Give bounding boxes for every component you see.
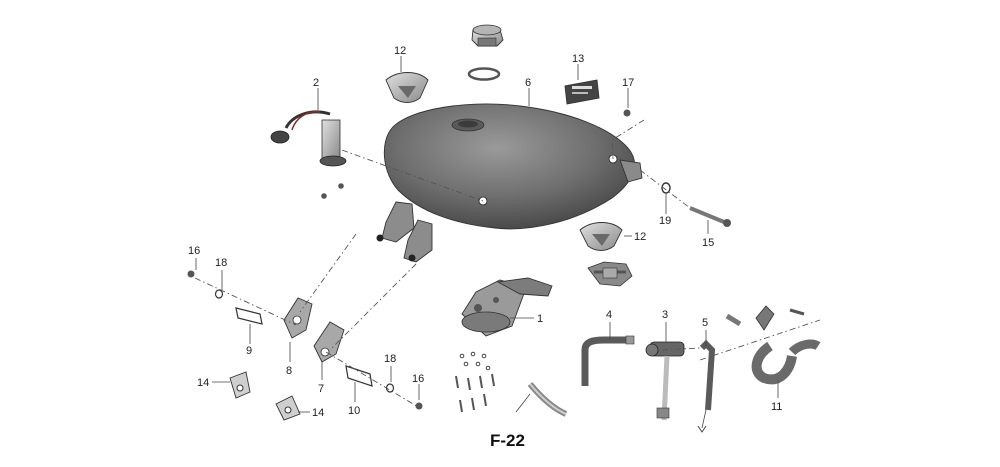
fuel-hose-part[interactable]: [581, 335, 635, 386]
callout-18-right: 18: [384, 353, 396, 365]
fuel-cap-part[interactable]: [467, 24, 504, 81]
callout-14-right: 14: [312, 407, 324, 419]
crossover-hose-part[interactable]: [725, 305, 821, 385]
tank-emblem-part[interactable]: [385, 72, 429, 103]
bolt-part[interactable]: [187, 270, 224, 299]
callout-14-left: 14: [197, 377, 209, 389]
figure-label: F-22: [490, 431, 525, 450]
vent-hose-part[interactable]: [527, 382, 568, 417]
leader-lines: [195, 56, 779, 413]
mount-bracket-part[interactable]: [283, 297, 313, 339]
warning-decal-part[interactable]: [564, 79, 600, 105]
fuel-pump-part[interactable]: [461, 277, 553, 337]
callout-16-left: 16: [188, 245, 200, 257]
spacer-part-2[interactable]: [345, 365, 373, 387]
callout-1: 1: [537, 313, 543, 325]
washer-plate-part-2[interactable]: [275, 395, 301, 421]
mount-bracket-part-2[interactable]: [313, 321, 345, 363]
callout-3: 3: [662, 309, 668, 321]
drain-hose-part[interactable]: [697, 339, 716, 433]
callout-15: 15: [702, 237, 714, 249]
hardware-kit-part: [455, 351, 495, 413]
long-bolt-part[interactable]: [689, 206, 731, 227]
callout-2: 2: [313, 77, 319, 89]
callout-10: 10: [348, 405, 360, 417]
callout-18-left: 18: [215, 257, 227, 269]
callout-labels: 2 12 6 13 17 12 19 15 1 4 3 5 11 16 18 9…: [188, 45, 782, 450]
callout-9: 9: [246, 345, 252, 357]
spacer-part[interactable]: [235, 307, 263, 325]
callout-8: 8: [286, 365, 292, 377]
callout-5: 5: [702, 317, 708, 329]
callout-16-right: 16: [412, 373, 424, 385]
callout-13: 13: [572, 53, 584, 65]
assembly-lines: [194, 119, 821, 409]
washer-plate-part[interactable]: [229, 371, 251, 399]
fuel-sender-part[interactable]: [270, 110, 347, 199]
vent-fitting-part[interactable]: [587, 261, 633, 287]
callout-4: 4: [606, 309, 612, 321]
callout-19: 19: [659, 215, 671, 227]
callout-12-right: 12: [634, 231, 646, 243]
callout-11: 11: [771, 401, 782, 413]
bolt-part-2[interactable]: [385, 383, 423, 410]
callout-6: 6: [525, 77, 531, 89]
screw-part[interactable]: [623, 109, 631, 117]
callout-12-top: 12: [394, 45, 406, 57]
fuel-tank-part[interactable]: [376, 103, 643, 263]
callout-7: 7: [318, 383, 324, 395]
tank-emblem-part-2[interactable]: [579, 222, 623, 251]
callout-17: 17: [622, 77, 634, 89]
washer-part[interactable]: [661, 182, 671, 194]
fuel-valve-part[interactable]: [645, 341, 685, 421]
